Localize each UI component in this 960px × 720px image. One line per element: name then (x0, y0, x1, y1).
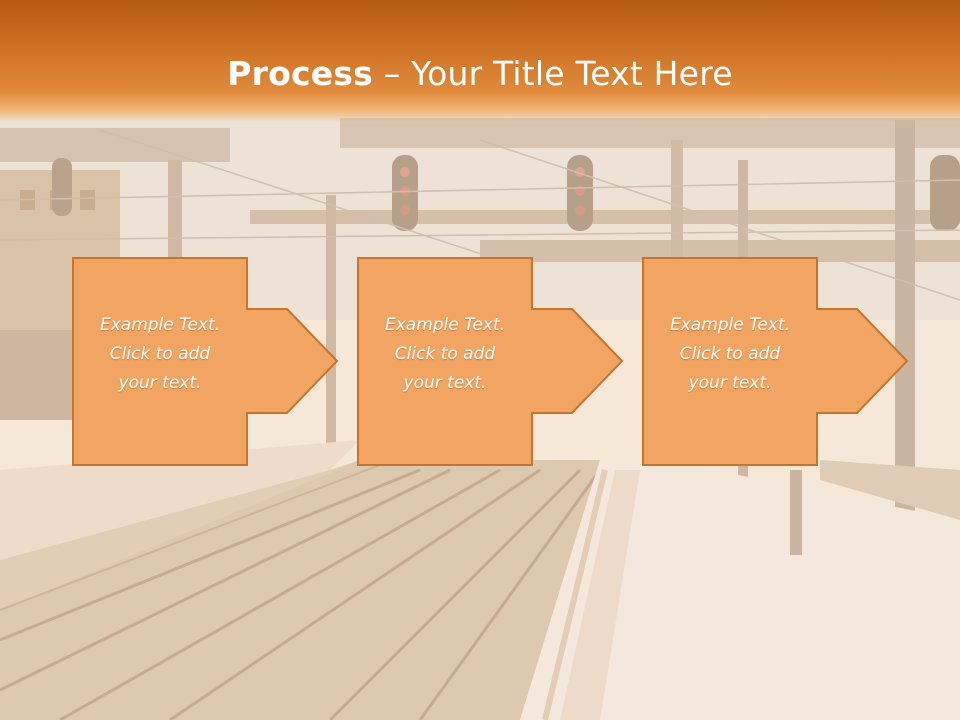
process-step-3[interactable]: Example Text. Click to add your text. (642, 257, 909, 466)
step-2-text[interactable]: Example Text. Click to add your text. (384, 315, 506, 393)
process-step-1[interactable]: Example Text. Click to add your text. (72, 257, 339, 466)
page-title[interactable]: Process – Your Title Text Here (0, 54, 960, 93)
title-banner (0, 0, 960, 122)
title-rest: Your Title Text Here (411, 54, 733, 93)
step-1-text[interactable]: Example Text. Click to add your text. (99, 315, 221, 393)
title-separator: – (373, 54, 412, 93)
process-step-2[interactable]: Example Text. Click to add your text. (357, 257, 624, 466)
arrow-box-shape (642, 257, 909, 466)
arrow-box-shape (357, 257, 624, 466)
step-3-text[interactable]: Example Text. Click to add your text. (669, 315, 791, 393)
title-bold: Process (227, 54, 373, 93)
arrow-box-shape (72, 257, 339, 466)
